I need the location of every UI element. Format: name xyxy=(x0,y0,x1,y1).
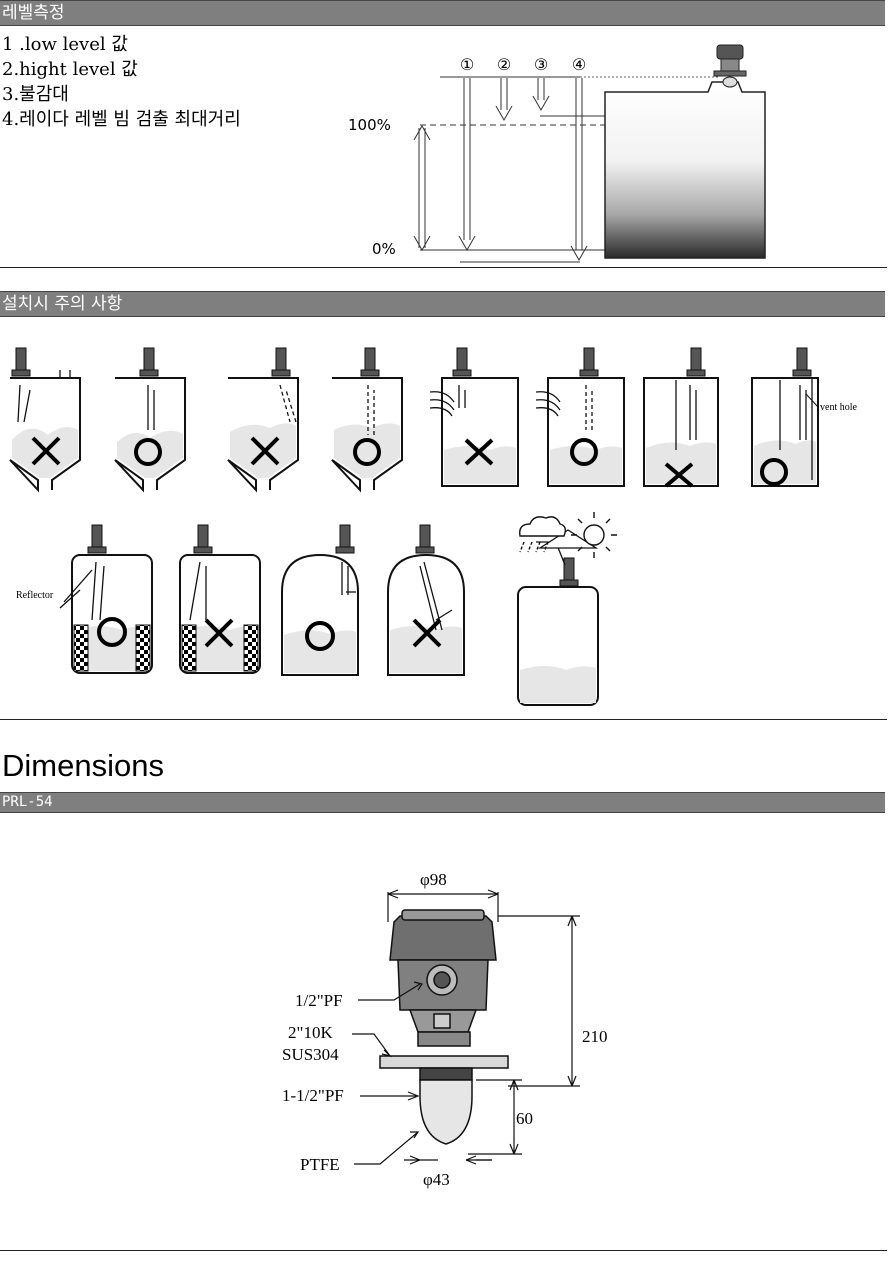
marker-2: ② xyxy=(497,55,511,74)
label-flange: 2"10K xyxy=(288,1023,333,1042)
label-100-percent: 100% xyxy=(348,116,391,134)
label-0-percent: 0% xyxy=(372,240,396,258)
dimensions-heading: Dimensions xyxy=(2,748,164,783)
marker-4: ④ xyxy=(572,55,586,74)
legend-item-4: 4.레이다 레벨 빔 검출 최대거리 xyxy=(2,109,241,130)
label-vent-hole: vent hole xyxy=(820,402,857,413)
legend-item-1: 1 .low level 값 xyxy=(2,34,128,55)
model-title-bar: PRL-54 xyxy=(0,792,885,813)
rain-cloud-icon xyxy=(519,516,567,553)
label-antenna-material: PTFE xyxy=(300,1155,340,1174)
dim-antenna-diameter: φ43 xyxy=(423,1170,450,1189)
divider xyxy=(0,719,887,720)
divider xyxy=(0,1250,887,1251)
level-legend-list: 1 .low level 값 2.hight level 값 3.불감대 4.레… xyxy=(2,32,241,132)
radar-sensor-icon xyxy=(713,44,747,88)
label-thread: 1-1/2"PF xyxy=(282,1086,344,1105)
sun-icon xyxy=(571,512,617,558)
label-reflector: Reflector xyxy=(16,590,54,601)
marker-3: ③ xyxy=(534,55,548,74)
section-title-level: 레벨측정 xyxy=(0,0,885,26)
legend-item-2: 2.hight level 값 xyxy=(2,59,138,80)
dimension-drawing: φ98 1/2"PF 2"10K SUS304 1-1/2"PF PTFE 21… xyxy=(282,870,608,1189)
label-material: SUS304 xyxy=(282,1045,339,1064)
dim-top-diameter: φ98 xyxy=(420,870,447,889)
dim-antenna-height: 60 xyxy=(516,1109,533,1128)
divider xyxy=(0,267,887,268)
legend-item-3: 3.불감대 xyxy=(2,84,69,105)
dim-total-height: 210 xyxy=(582,1027,608,1046)
label-port: 1/2"PF xyxy=(295,991,343,1010)
section-title-install: 설치시 주의 사항 xyxy=(0,291,885,317)
installation-diagrams: vent hole xyxy=(9,347,857,706)
level-diagram: ① ② ③ ④ 100% 0% xyxy=(348,44,766,263)
marker-1: ① xyxy=(460,55,474,74)
